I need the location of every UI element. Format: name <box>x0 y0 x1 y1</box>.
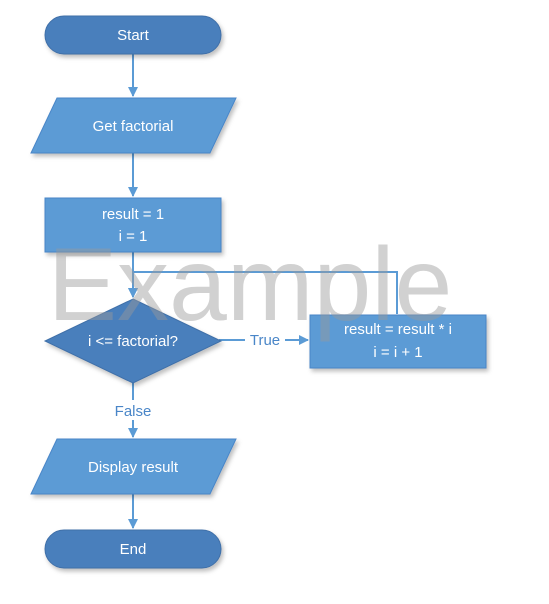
end-node: End <box>44 529 222 569</box>
init-node: result = 1 i = 1 <box>44 197 222 253</box>
output-label: Display result <box>88 459 179 476</box>
true-edge-label: True <box>250 332 280 349</box>
input-label: Get factorial <box>93 118 174 135</box>
true-label-background <box>245 330 285 350</box>
init-label-line1: result = 1 <box>102 206 164 223</box>
false-edge-label: False <box>115 403 152 420</box>
decision-label: i <= factorial? <box>88 333 178 350</box>
loop-label-line1: result = result * i <box>344 321 452 338</box>
loop-node: result = result * i i = i + 1 <box>309 314 487 369</box>
start-node: Start <box>44 15 222 55</box>
input-node: Get factorial <box>30 97 237 154</box>
loop-label-line2: i = i + 1 <box>373 344 422 361</box>
false-label-background <box>110 400 156 420</box>
output-node: Display result <box>30 438 237 495</box>
init-label-line2: i = 1 <box>119 228 148 245</box>
start-label: Start <box>117 27 150 44</box>
arrow-loop-back-to-decision <box>128 271 398 314</box>
end-label: End <box>120 541 147 558</box>
watermark-text: Example <box>48 227 453 343</box>
decision-node: i <= factorial? <box>43 298 223 384</box>
